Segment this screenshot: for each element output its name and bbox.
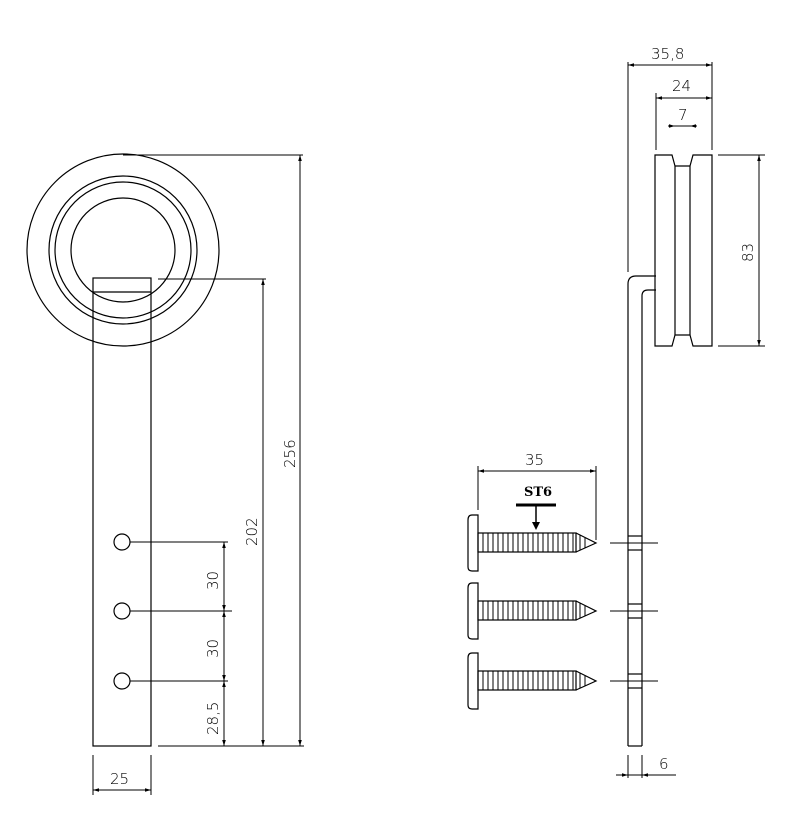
wheel-hub-circle — [70, 197, 176, 303]
wheel-outer-circle — [26, 153, 220, 347]
strap-outer — [627, 275, 656, 746]
front-view: 30 30 28,5 202 256 25 — [26, 153, 304, 795]
dim-strap-width: 25 — [110, 770, 129, 788]
wheel-rim-circle — [48, 175, 198, 325]
strap — [92, 277, 152, 747]
screw-2 — [467, 582, 598, 640]
dim-wheel-diameter: 83 — [739, 243, 757, 262]
dim-total-height: 256 — [281, 439, 299, 468]
screw-1 — [467, 514, 598, 572]
dim-hole-spacing-1: 30 — [204, 571, 222, 590]
dim-total-width: 35,8 — [651, 45, 684, 63]
screw-label: ST6 — [524, 485, 552, 500]
dim-strap-height: 202 — [243, 517, 261, 546]
hole-1 — [113, 533, 131, 551]
dim-strap-thickness: 6 — [659, 755, 669, 773]
dim-bottom-offset: 28,5 — [204, 702, 222, 735]
screw-3 — [467, 652, 598, 710]
dim-wheel-width: 24 — [672, 77, 691, 95]
dim-groove-width: 7 — [678, 106, 688, 124]
wheel-side — [654, 154, 713, 347]
wheel-groove-circle — [54, 181, 192, 319]
hole-2 — [113, 602, 131, 620]
side-view: 35,8 24 7 83 6 35 ST6 — [477, 45, 765, 778]
hole-3 — [113, 672, 131, 690]
dim-screw-length: 35 — [525, 451, 544, 469]
strap-inner — [641, 289, 656, 746]
dim-hole-spacing-2: 30 — [204, 639, 222, 658]
